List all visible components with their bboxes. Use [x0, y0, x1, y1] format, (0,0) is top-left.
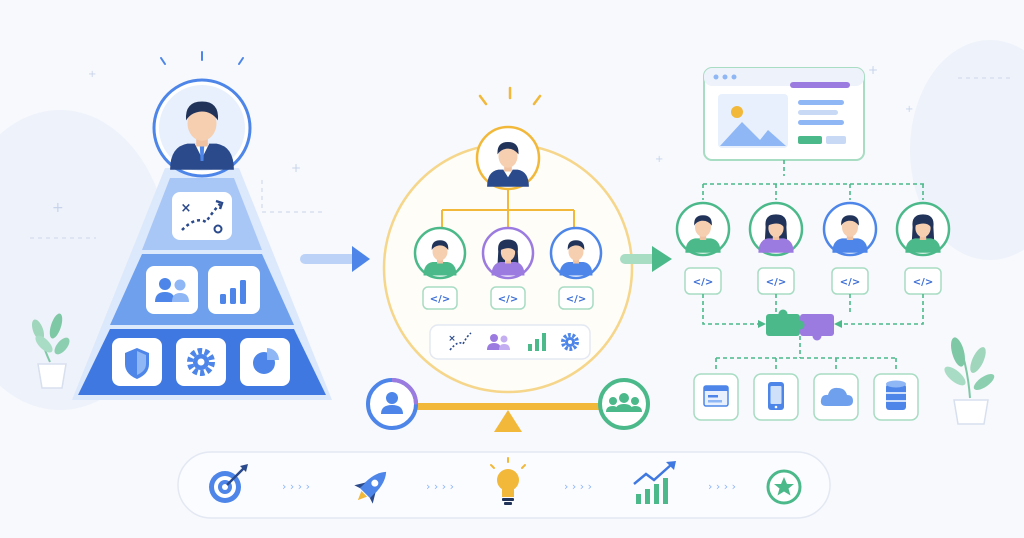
svg-text:</>: </>: [498, 294, 518, 305]
progress-connector-1: › › › ›: [282, 480, 310, 493]
people-icon: [487, 334, 510, 350]
svg-text:+: +: [291, 161, 301, 175]
browser-window-icon: [693, 373, 739, 421]
svg-text:+: +: [868, 63, 878, 77]
svg-text:+: +: [52, 200, 64, 216]
dist-member-teal: [895, 201, 951, 257]
team-leader-avatar: [487, 142, 529, 187]
dist-code-tag-1: </>: [684, 267, 722, 295]
bar-chart-icon: [528, 333, 546, 351]
dist-member-blue: [822, 201, 878, 257]
lightbulb-icon: [490, 457, 526, 505]
people-icon: [146, 266, 198, 314]
distributed-team: </> </> </> </>: [655, 63, 1010, 425]
growth-chart-icon: [633, 461, 676, 504]
database-icon: [873, 373, 919, 421]
bg-blob-right: [910, 40, 1024, 260]
dist-code-tag-4: </>: [904, 267, 942, 295]
code-tag-1: </>: [422, 286, 458, 310]
strategy-icon: ×: [172, 192, 232, 240]
shield-icon: [112, 338, 162, 386]
individual-icon: [381, 392, 403, 414]
svg-text:×: ×: [448, 334, 456, 344]
dist-member-purple: [748, 201, 804, 257]
mobile-phone-icon: [753, 373, 799, 421]
puzzle-integration-icon: [766, 309, 834, 341]
dist-code-tag-3: </>: [831, 267, 869, 295]
progress-connector-3: › › › ›: [564, 480, 592, 493]
gear-icon: [561, 333, 579, 351]
browser-mockup: [703, 67, 865, 161]
svg-text:</>: </>: [766, 277, 786, 288]
target-icon: [209, 464, 248, 503]
dist-code-tag-2: </>: [757, 267, 795, 295]
strategy-icon: ×: [448, 332, 472, 351]
team-toolbar: ×: [429, 324, 591, 360]
balanced-team: </> </> </> ×: [366, 86, 650, 432]
balance-scale: [366, 378, 650, 432]
arrow-1: [300, 246, 370, 272]
svg-text:</>: </>: [566, 294, 586, 305]
svg-text:+: +: [655, 154, 663, 165]
team-member-purple: [481, 226, 535, 280]
svg-text:+: +: [905, 104, 913, 115]
bar-chart-icon: [208, 266, 260, 314]
leader-avatar: [170, 101, 234, 170]
group-icon: [606, 393, 642, 412]
svg-text:</>: </>: [913, 277, 933, 288]
progress-connector-2: › › › ›: [426, 480, 454, 493]
team-member-green: [413, 226, 467, 280]
arrow-2: [620, 246, 672, 272]
code-tag-2: </>: [490, 286, 526, 310]
dist-member-green: [675, 201, 731, 257]
code-tag-3: </>: [558, 286, 594, 310]
svg-text:</>: </>: [430, 294, 450, 305]
cloud-icon: [813, 373, 859, 421]
svg-text:</>: </>: [840, 277, 860, 288]
svg-text:×: ×: [181, 201, 192, 216]
progress-connector-4: › › › ›: [708, 480, 736, 493]
svg-text:+: +: [88, 69, 96, 80]
team-member-blue: [549, 226, 603, 280]
rocket-icon: [354, 471, 387, 504]
plant-right: [944, 337, 995, 425]
plant-left: [31, 313, 70, 389]
leadership-pyramid: ×: [30, 51, 332, 400]
pie-chart-icon: [240, 338, 290, 386]
star-badge-icon: [766, 469, 802, 505]
gear-icon: [176, 338, 226, 386]
svg-text:</>: </>: [693, 277, 713, 288]
